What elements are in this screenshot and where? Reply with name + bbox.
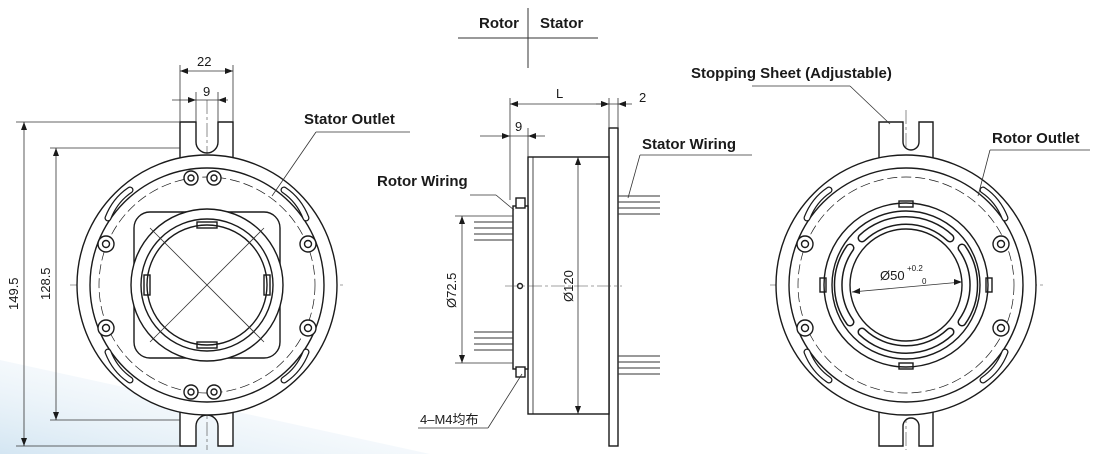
mount-hole-icon [796,235,1010,337]
left-view: 22 9 149.5 128.5 Stator Outlet [6,54,410,450]
side-view: L 2 9 Ø72.5 Ø120 Rotor Wiring Stator Wir… [377,86,752,447]
stator-wiring-label: Stator Wiring [642,136,736,153]
stator-label: Stator [540,15,584,32]
mount-holes-label: 4–M4均布 [420,412,479,427]
rotor-outlet-label: Rotor Outlet [992,130,1080,147]
dim-length: L [556,86,563,101]
right-view: Ø50 +0.2 0 Stopping Sheet (Adjustable) R… [691,65,1090,450]
dim-slot-width: 9 [203,84,210,99]
dim-body-diameter: Ø120 [561,270,576,302]
dim-overall-height: 149.5 [6,277,21,310]
dim-hole-pitch: 128.5 [38,267,53,300]
stopping-sheet-label: Stopping Sheet (Adjustable) [691,65,892,82]
dim-rotor-diameter: Ø72.5 [444,273,459,308]
dim-bore-diameter: Ø50 [880,268,905,283]
dim-bore-tol-lower: 0 [922,277,927,286]
rotor-stator-header: Rotor Stator [458,8,598,68]
mount-hole-icon [97,235,317,337]
rotor-wiring-label: Rotor Wiring [377,173,468,190]
dim-rotor-offset: 9 [515,119,522,134]
stator-outlet-label: Stator Outlet [304,111,395,128]
dim-flange-thickness: 2 [639,90,646,105]
dim-tab-width: 22 [197,54,211,69]
dim-bore-tol-upper: +0.2 [907,264,923,273]
rotor-label: Rotor [479,15,519,32]
